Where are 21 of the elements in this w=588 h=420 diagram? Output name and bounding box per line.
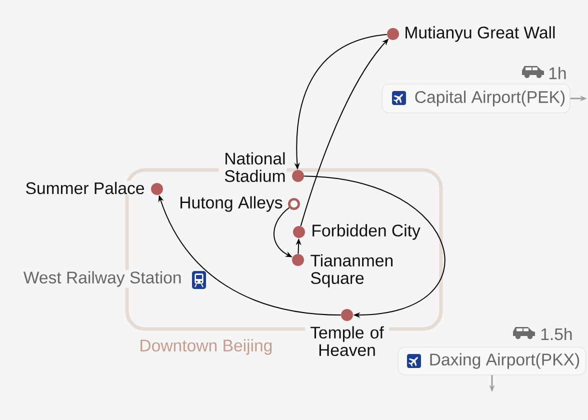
place-label: Temple of Heaven xyxy=(305,325,389,358)
airport-box: Daxing Airport(PKX) xyxy=(398,346,586,376)
station-label: West Railway Station xyxy=(22,270,183,288)
duration-label: 1.5h xyxy=(541,328,572,340)
place-label: Tiananmen Square xyxy=(309,253,400,288)
dot-marker xyxy=(151,183,163,195)
place-label: Summer Palace xyxy=(24,180,146,196)
dot-marker xyxy=(387,28,399,40)
duration-label: 1h xyxy=(549,66,566,80)
place-label: Hutong Alleys xyxy=(178,195,284,213)
dot-marker xyxy=(292,170,304,182)
place-label: Mutianyu Great Wall xyxy=(403,25,557,43)
dot-marker xyxy=(341,309,353,321)
airport-box: Capital Airport(PEK) xyxy=(382,84,570,114)
place-label: Forbidden City xyxy=(310,223,422,241)
place-label: National Stadium xyxy=(218,151,287,184)
dot-marker xyxy=(293,226,305,238)
dot-marker xyxy=(292,254,304,266)
arrow xyxy=(304,176,446,318)
ring-marker xyxy=(288,198,300,210)
region-label: Downtown Beijing xyxy=(140,339,272,355)
